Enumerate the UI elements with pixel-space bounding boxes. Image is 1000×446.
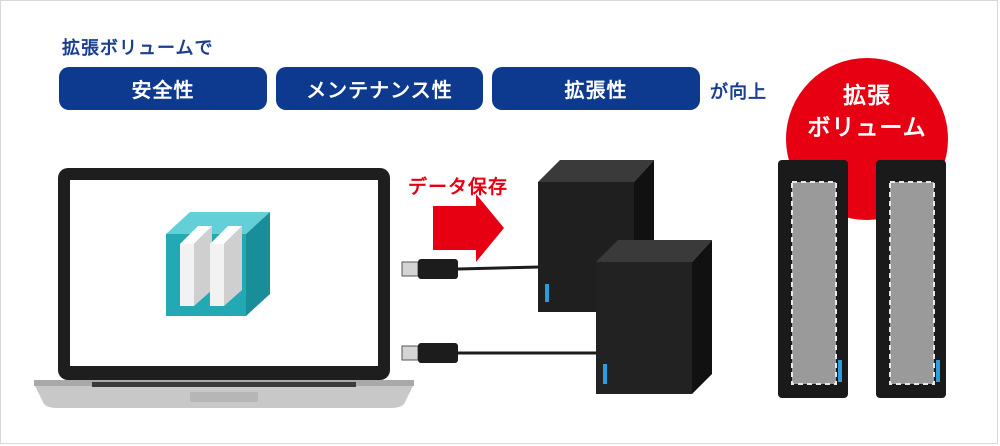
- expanded-volume-icon: [778, 160, 946, 398]
- usb-cable-icon: [401, 259, 598, 363]
- external-hdd-icon: [596, 240, 712, 394]
- feature-pill-maintenance: メンテナンス性: [276, 67, 483, 110]
- badge-text: 拡張 ボリューム: [786, 80, 948, 144]
- app-logo-icon: [166, 212, 270, 316]
- feature-pill-safety: 安全性: [59, 67, 267, 110]
- feature-pill-expandability: 拡張性: [492, 67, 700, 110]
- intro-text: 拡張ボリュームで: [62, 38, 214, 59]
- improve-text: が向上: [710, 82, 767, 103]
- data-save-label: データ保存: [408, 176, 509, 198]
- badge-text-line1: 拡張: [843, 83, 891, 109]
- arrow-right-icon: [433, 194, 504, 262]
- badge-text-line2: ボリューム: [807, 115, 927, 141]
